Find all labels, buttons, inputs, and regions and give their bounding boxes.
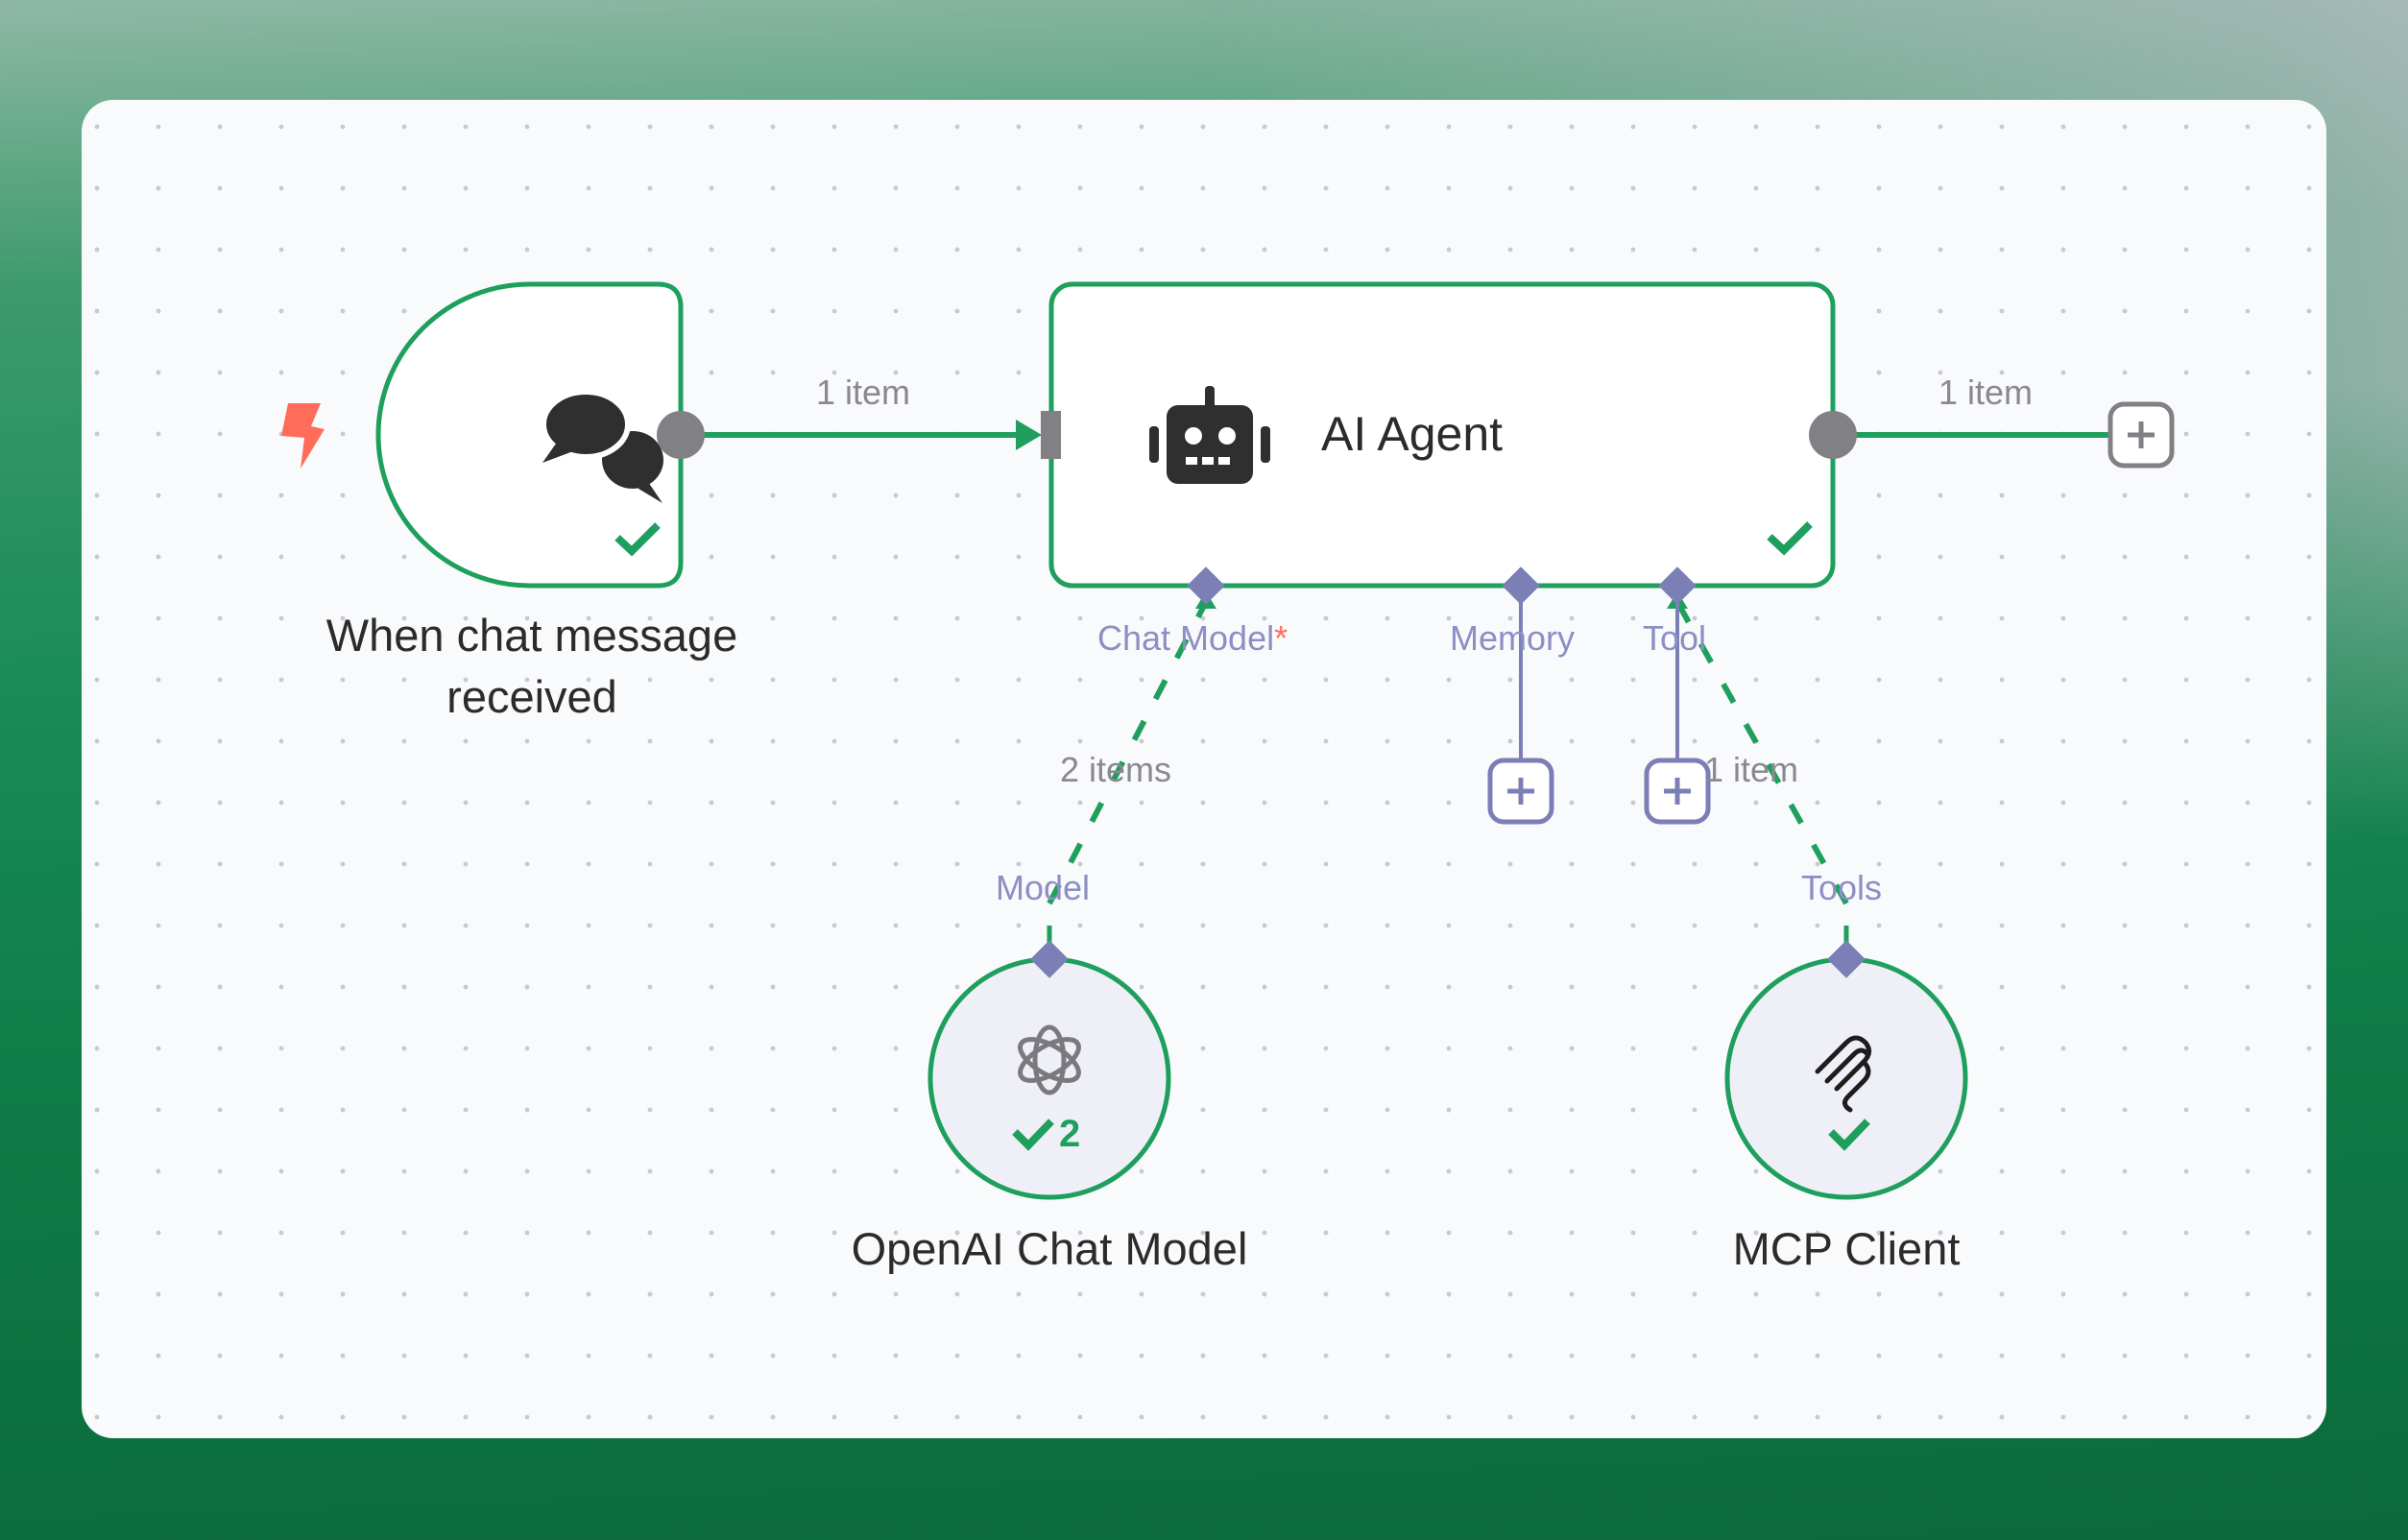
openai-icon (1018, 1024, 1081, 1095)
add-node-button[interactable] (2107, 401, 2175, 469)
port-label-chat-model: Chat Model* (1097, 618, 1288, 659)
agent-input-handle[interactable] (1041, 411, 1061, 459)
trigger-name-line-1: When chat message (325, 610, 738, 661)
chat-bubbles-icon (541, 389, 663, 503)
port-label-tool: Tool (1643, 618, 1707, 658)
add-memory-button[interactable] (1487, 758, 1554, 825)
trigger-output-handle[interactable] (657, 411, 705, 459)
memory-port[interactable] (1502, 566, 1540, 605)
robot-icon (1149, 386, 1270, 484)
lightning-bolt-icon (281, 403, 325, 469)
trigger-name-line-2: received (446, 671, 617, 722)
success-check-icon (1828, 1119, 1870, 1151)
trigger-node-name: When chat message received (282, 605, 782, 728)
tool-port[interactable] (1658, 566, 1697, 605)
ai-agent-title: AI Agent (1321, 407, 1504, 461)
port-label-model: Model (996, 868, 1091, 907)
mcp-tools-port[interactable] (1827, 940, 1866, 978)
required-marker: * (1274, 618, 1288, 658)
edge-mcp-to-agent[interactable] (1674, 600, 1849, 905)
trigger-node[interactable] (375, 281, 684, 589)
edge-label-trigger-to-agent: 1 item (816, 373, 911, 412)
port-label-memory: Memory (1450, 618, 1576, 658)
workflow-canvas[interactable]: 1 item 1 item 2 items 1 item When chat m… (82, 100, 2326, 1438)
mcp-node-name: MCP Client (1732, 1223, 1961, 1274)
edge-label-agent-output: 1 item (1938, 373, 2034, 412)
openai-model-port[interactable] (1030, 940, 1069, 978)
openai-node-name: OpenAI Chat Model (851, 1223, 1248, 1274)
connections-layer (281, 281, 2175, 1200)
edge-label-openai: 2 items (1060, 750, 1172, 789)
success-check-icon (614, 522, 661, 557)
add-tool-button[interactable] (1644, 758, 1711, 825)
success-check-icon (1767, 521, 1813, 556)
run-count-badge: 2 (1059, 1113, 1081, 1155)
success-check-icon (1012, 1119, 1054, 1151)
edge-openai-to-agent[interactable] (1047, 600, 1209, 905)
port-label-tools: Tools (1801, 868, 1883, 907)
port-label-chat-model-text: Chat Model (1097, 618, 1275, 658)
agent-output-handle[interactable] (1809, 411, 1857, 459)
edge-label-mcp: 1 item (1704, 750, 1799, 789)
edge-arrowhead (1016, 420, 1042, 450)
chat-model-port[interactable] (1187, 566, 1225, 605)
mcp-icon (1815, 1035, 1871, 1113)
